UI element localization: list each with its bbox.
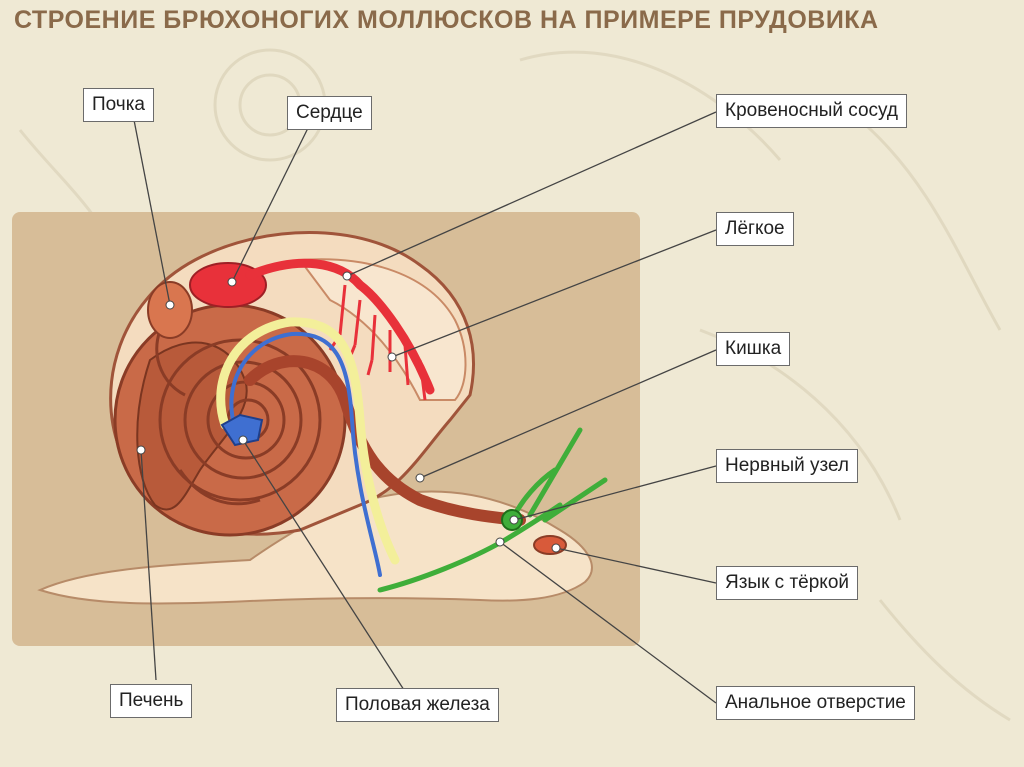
- radula: [533, 535, 567, 555]
- label-kidney: Почка: [83, 88, 155, 122]
- intestine: [244, 355, 526, 526]
- label-intestine: Кишка: [716, 332, 791, 366]
- label-nerve-ganglion: Нервный узел: [716, 449, 859, 483]
- page-title: СТРОЕНИЕ БРЮХОНОГИХ МОЛЛЮСКОВ НА ПРИМЕРЕ…: [14, 6, 879, 34]
- snail-foot: [37, 490, 593, 605]
- label-liver: Печень: [110, 684, 193, 718]
- label-anus: Анальное отверстие: [716, 686, 915, 720]
- gonad: [220, 413, 264, 447]
- duct-blue: [229, 331, 382, 577]
- label-lung: Лёгкое: [716, 212, 794, 246]
- label-gonad: Половая железа: [336, 688, 499, 722]
- duct-yellow: [216, 317, 400, 565]
- label-radula: Язык с тёркой: [716, 566, 859, 600]
- blood-vessel: [245, 258, 435, 395]
- label-heart: Сердце: [287, 96, 372, 130]
- kidney: [147, 281, 193, 339]
- label-blood-vessel: Кровеносный сосуд: [716, 94, 907, 128]
- mantle-cavity: [298, 258, 467, 401]
